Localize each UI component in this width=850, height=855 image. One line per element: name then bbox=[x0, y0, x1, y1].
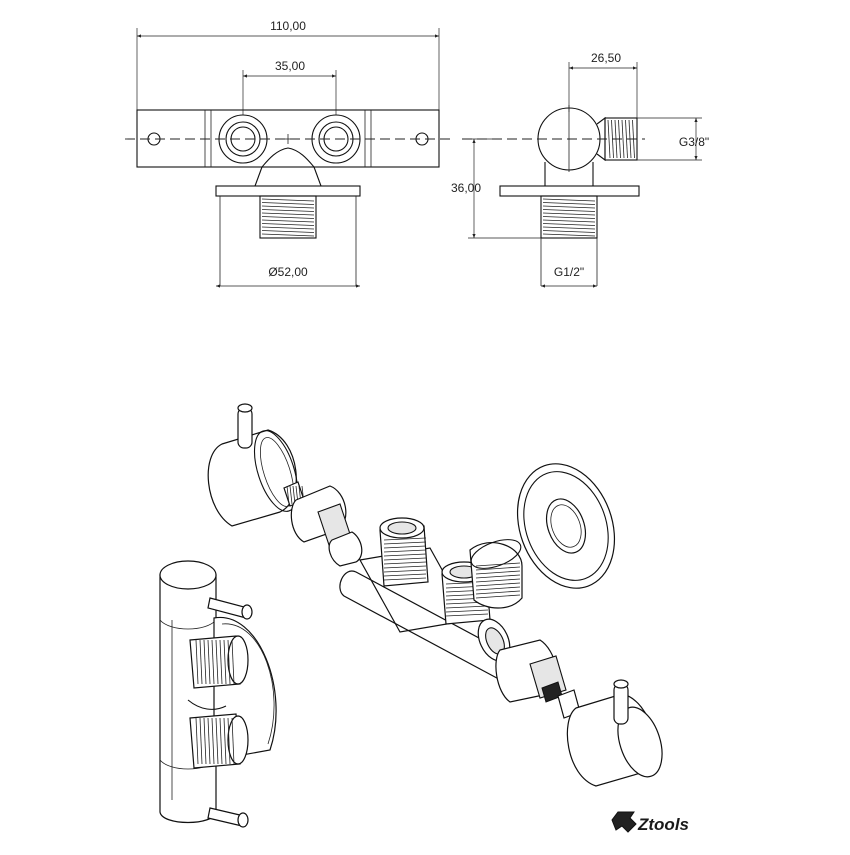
side-dimensions: 26,50 G3/8" 36,00 G1/2" bbox=[451, 51, 709, 288]
logo-text: Ztools bbox=[637, 815, 689, 834]
dim-depth: 26,50 bbox=[591, 51, 621, 65]
side-view bbox=[462, 105, 645, 286]
exploded-view bbox=[207, 403, 663, 787]
dim-outlet-thread: G3/8" bbox=[679, 135, 709, 149]
dim-center-distance: 35,00 bbox=[275, 59, 305, 73]
wrench-icon bbox=[611, 811, 637, 833]
front-dimensions: 110,00 35,00 Ø52,00 bbox=[136, 19, 440, 288]
dim-inlet-thread: G1/2" bbox=[554, 265, 584, 279]
dim-height: 36,00 bbox=[451, 181, 481, 195]
assembled-view bbox=[159, 560, 277, 828]
dim-overall-width: 110,00 bbox=[270, 19, 306, 33]
ztools-logo: Ztools bbox=[611, 811, 689, 834]
dim-flange-diameter: Ø52,00 bbox=[268, 265, 308, 279]
front-view bbox=[125, 109, 450, 286]
